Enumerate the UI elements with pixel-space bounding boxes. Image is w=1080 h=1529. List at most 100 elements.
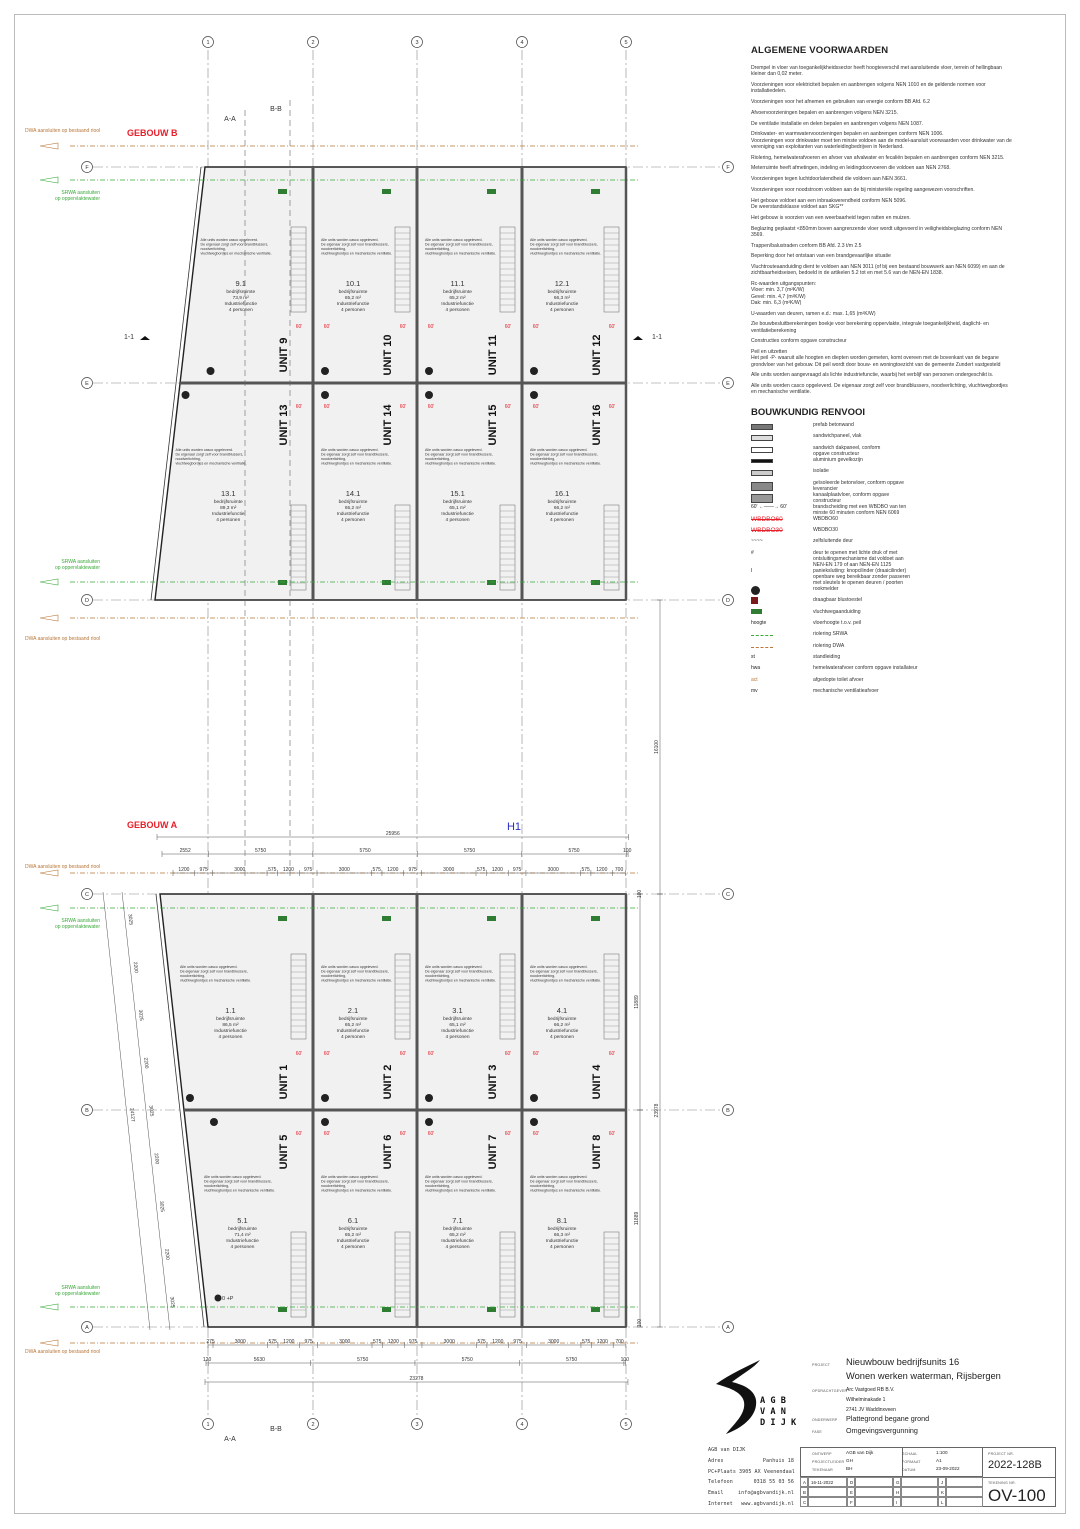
- grid-bubble: [722, 1104, 734, 1116]
- revision-date: [855, 1497, 893, 1507]
- room-area: 66,3 m²: [554, 295, 571, 301]
- wbdbo60-icon: WBDBO60: [751, 516, 813, 525]
- aluminium-frame-icon: [751, 457, 813, 466]
- pipe-arrow-icon: [39, 142, 59, 150]
- casco-note: De eigenaar zorgt zelf voor brandblusser…: [425, 1179, 493, 1183]
- revision-letter: G: [893, 1477, 901, 1487]
- exit-sign-icon: [382, 1307, 391, 1312]
- dimension-value: 5750: [360, 848, 371, 854]
- srwa-connection-label: SRWA aansluiten: [61, 918, 100, 924]
- room-number: 6.1: [348, 1216, 358, 1225]
- dimension-value: 100: [623, 848, 632, 854]
- grid-bubble: [411, 36, 423, 48]
- fire-extinguisher-icon: [751, 597, 813, 606]
- unit-label: UNIT 1: [278, 1065, 290, 1100]
- legend-item: #deur te openen met lichte druk of met o…: [751, 550, 1013, 568]
- dimension-value: 100: [637, 1319, 643, 1328]
- exit-sign-icon: [487, 1307, 496, 1312]
- dimension-value: 3000: [235, 1339, 246, 1345]
- grid-bubble: [202, 1418, 214, 1430]
- room-use: Industriefunctie: [337, 301, 370, 307]
- room-persons: 4 personen: [341, 1244, 365, 1250]
- logo-lettering: A G B V A N D I J K: [760, 1396, 796, 1429]
- address-key: Adres: [708, 1457, 724, 1464]
- legend-item: geïsoleerde betonvloer, conform opgave l…: [751, 480, 1013, 492]
- grid-row-label: B: [726, 1108, 730, 1114]
- dimension-value: 11889: [634, 1212, 640, 1226]
- dimension-value: 3025: [126, 914, 133, 926]
- room-persons: 4 personen: [550, 1034, 574, 1040]
- room-use: Industriefunctie: [226, 1238, 259, 1244]
- revision-letter: C: [800, 1497, 808, 1507]
- datum-label: DATUM: [902, 1468, 916, 1472]
- dimension-value: 5750: [464, 848, 475, 854]
- casco-note: Alle units worden casco opgeleverd.: [176, 448, 234, 452]
- pipe-arrow-icon: [39, 1339, 59, 1347]
- casco-note: Alle units worden casco opgeleverd.: [425, 1175, 483, 1179]
- dimension-value: 100: [621, 1357, 630, 1363]
- grid-column-label: 3: [415, 1422, 418, 1428]
- dimension-value: 2200: [132, 962, 139, 974]
- casco-note: noodverlichting,: [425, 1184, 450, 1188]
- room-number: 4.1: [557, 1006, 567, 1015]
- casco-note: De eigenaar zorgt zelf voor brandblusser…: [321, 452, 389, 456]
- legend-label: riolering SRWA: [813, 631, 848, 638]
- dimension-value: 975: [409, 1339, 418, 1345]
- sandwich-panel-icon: [751, 433, 813, 442]
- section-arrow-icon: [633, 336, 643, 340]
- grid-bubble: [722, 377, 734, 389]
- room-number: 2.1: [348, 1006, 358, 1015]
- grid-bubble: [620, 1418, 632, 1430]
- dimension-value: 1200: [283, 1339, 294, 1345]
- casco-note: vluchtwegbordjes en mechanische ventilat…: [321, 978, 392, 982]
- fire-separation-mark: 60': [324, 1131, 331, 1137]
- casco-note: De eigenaar zorgt zelf voor brandblusser…: [530, 452, 598, 456]
- revision-letter: J: [938, 1477, 946, 1487]
- dimension-value: 700: [615, 1339, 624, 1345]
- exit-sign-icon: [487, 580, 496, 585]
- dimension-value: 275: [206, 1339, 215, 1345]
- room-number: 5.1: [237, 1216, 247, 1225]
- dimension-value: 2200: [142, 1057, 149, 1069]
- room-area: 66,2 m²: [554, 1022, 571, 1028]
- phase: Omgevingsvergunning: [846, 1426, 918, 1435]
- casco-note: noodverlichting,: [530, 247, 555, 251]
- legend-label: aluminium gevelkozijn: [813, 456, 863, 463]
- stair: [290, 953, 307, 1040]
- legend-symbol: WBDBO60: [751, 515, 783, 523]
- condition-paragraph: Meterruimte heeft afmetingen, indeling e…: [751, 165, 951, 172]
- legend-label: riolering DWA: [813, 642, 845, 649]
- casco-note: noodverlichting,: [425, 457, 450, 461]
- rainwater-outlet-icon: hwa: [751, 665, 813, 674]
- dimension-value: 1200: [597, 1339, 608, 1345]
- grid-bubble: [307, 36, 319, 48]
- revision-date: [855, 1487, 893, 1497]
- phase-label: FASE: [812, 1430, 822, 1434]
- toilet-drain-icon: act: [751, 677, 813, 686]
- exit-sign-icon: [591, 1307, 600, 1312]
- section-marker-11: 1-1: [124, 334, 134, 341]
- legend-item: riolering SRWA: [751, 631, 1013, 642]
- room-use: Industriefunctie: [546, 511, 579, 517]
- revision-letter: F: [847, 1497, 855, 1507]
- address-value: info@agbvandijk.nl: [738, 1490, 794, 1497]
- address-key: Internet: [708, 1500, 733, 1507]
- grid-row-label: C: [85, 892, 89, 898]
- room-persons: 4 personen: [445, 307, 469, 313]
- legend-label: vluchtwegaanduiding: [813, 608, 861, 615]
- dimension-value: 1200: [283, 867, 294, 873]
- casco-note: vluchtwegbordjes en mechanische ventilat…: [425, 1188, 496, 1192]
- room-function: bedrijfsruimte: [548, 499, 577, 505]
- room-use: Industriefunctie: [337, 1238, 370, 1244]
- stair: [603, 226, 620, 313]
- room-use: Industriefunctie: [546, 1238, 579, 1244]
- grid-column-label: 1: [206, 40, 209, 46]
- dimension-value: 3025: [158, 1201, 165, 1213]
- casco-note: De eigenaar zorgt zelf voor brandblusser…: [530, 242, 598, 246]
- condition-paragraph: Constructies conform opgave constructeur: [751, 338, 847, 345]
- fire-separation-mark: 60': [428, 1131, 435, 1137]
- legend-item: sandwich dakpaneel, conform opgave const…: [751, 445, 1013, 457]
